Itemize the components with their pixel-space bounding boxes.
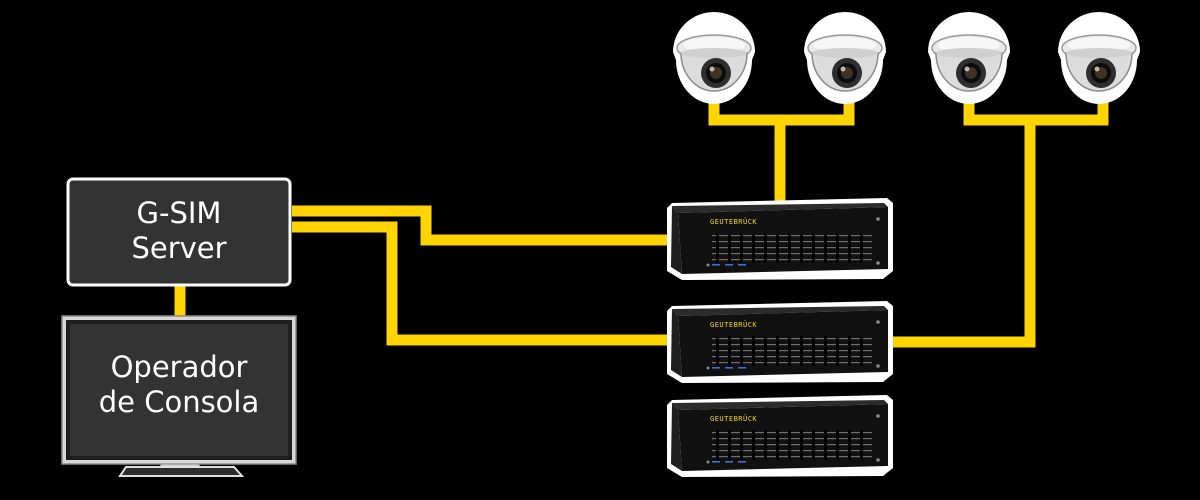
nvr-recorder-icon xyxy=(667,301,893,383)
server-box xyxy=(66,177,292,287)
cable-lines xyxy=(174,92,1109,348)
cable-camera-pair-2-drop xyxy=(893,120,1036,348)
nvr-recorder-icon xyxy=(667,395,893,477)
dome-camera-icon xyxy=(927,11,1011,105)
dome-camera-icon xyxy=(803,11,887,105)
dome-camera-icon xyxy=(1057,11,1141,105)
cable-camera-pair-2 xyxy=(963,92,1109,126)
dome-camera-icon xyxy=(672,11,756,105)
nvr-recorder-icon xyxy=(667,198,893,280)
cable-server-nvr-1 xyxy=(292,205,672,246)
cable-server-nvr-2 xyxy=(292,221,672,346)
monitor-icon xyxy=(61,315,297,477)
